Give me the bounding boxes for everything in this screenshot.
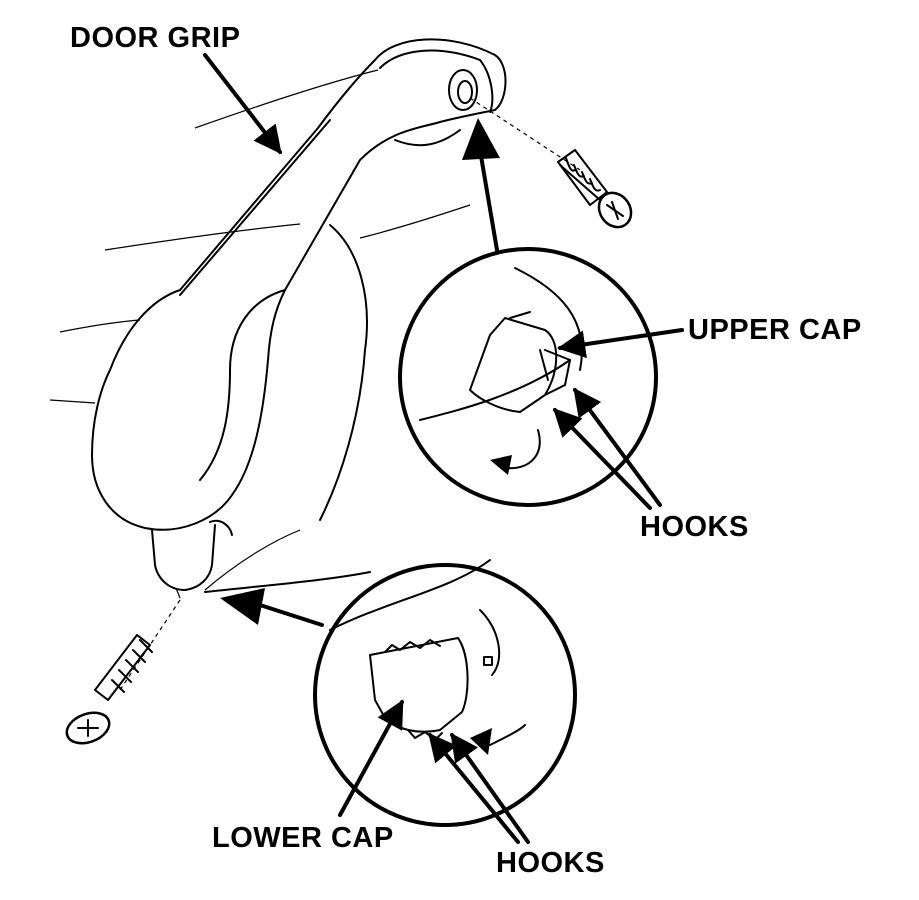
door-grip-label: DOOR GRIP [70,22,241,54]
hooks-upper-label: HOOKS [640,511,749,543]
hooks-lower-leader-2 [450,732,530,844]
rotate-arrow-icon-lower [489,724,526,746]
lower-cap-leader [338,699,404,817]
door-grip-leader [203,53,282,155]
rotate-arrow-head-lower [470,728,492,755]
hooks-lower-leader-1 [428,732,520,844]
screw-upper [469,97,633,229]
screw-lower [65,599,181,745]
upper-detail-circle [398,247,658,507]
rotate-arrow-head [490,455,512,475]
hooks-upper-leader-2 [553,407,652,510]
upper-cap-label: UPPER CAP [688,314,862,346]
hooks-lower-label: HOOKS [496,847,605,879]
upper-cap-arrow [478,148,499,252]
door-grip-handle [91,38,507,599]
rotate-arrow-icon [504,429,541,470]
upper-cap-arrowhead [462,118,500,160]
lower-cap-label: LOWER CAP [212,822,394,854]
upper-cap-leader [557,328,684,359]
hooks-upper-leader-1 [573,387,662,507]
lower-cap-arrowhead [220,588,265,625]
lower-cap-arrow [258,603,324,627]
lower-detail-circle [313,559,577,827]
